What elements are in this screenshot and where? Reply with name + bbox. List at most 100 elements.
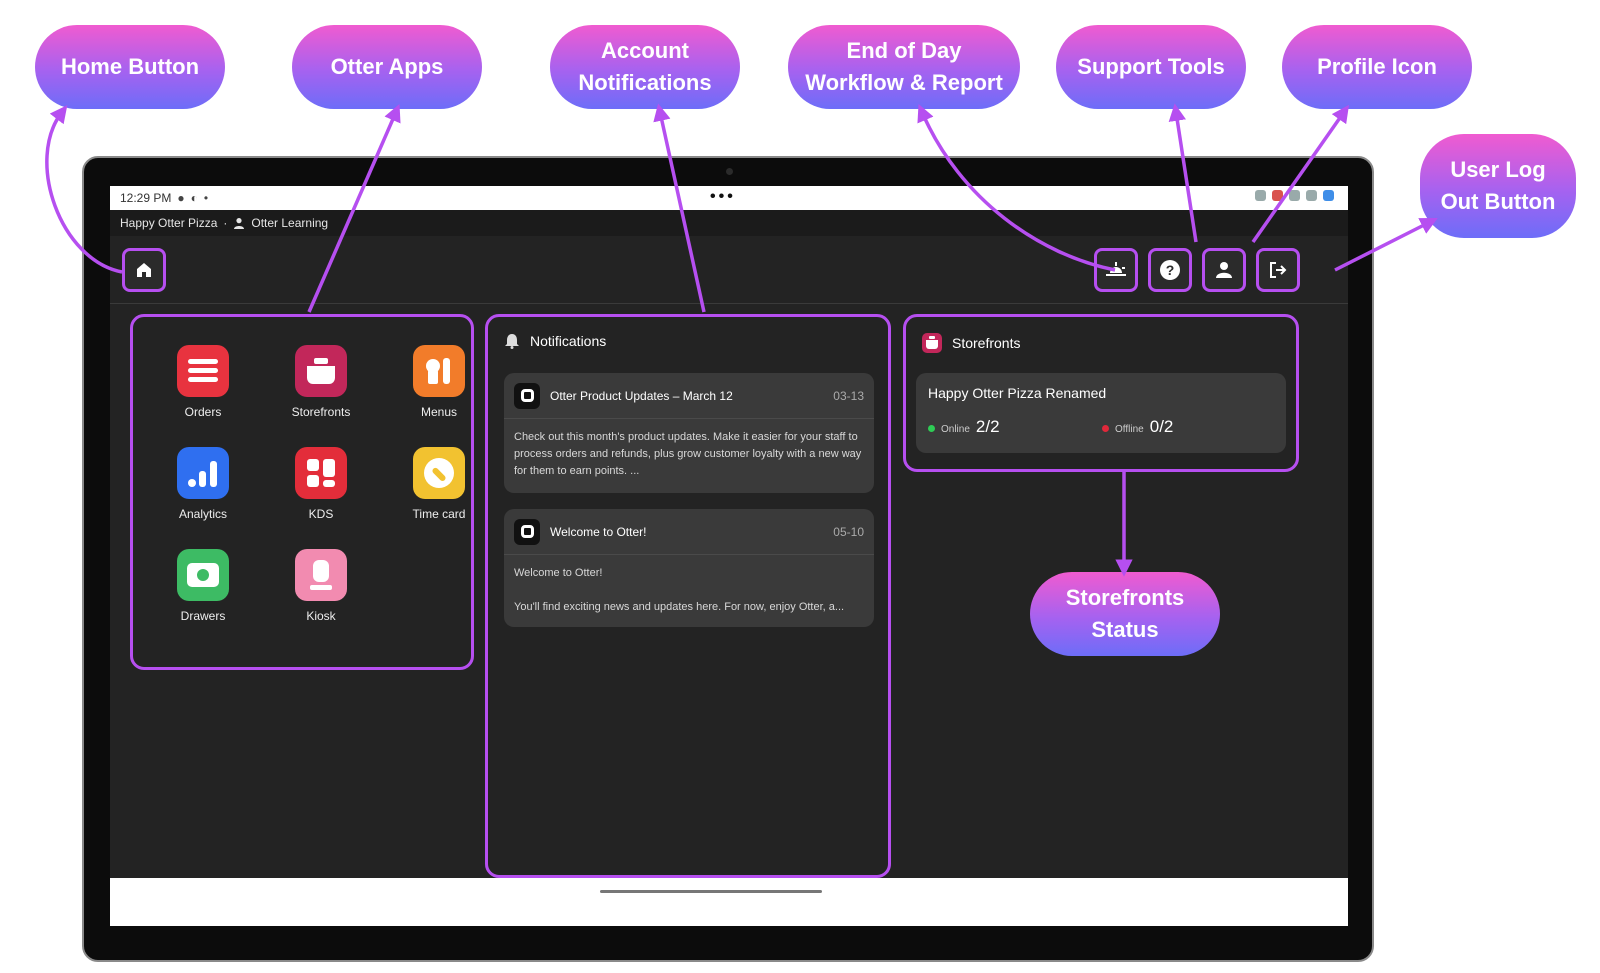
app-label: Drawers bbox=[180, 609, 226, 623]
system-status-bar: 12:29 PM ● ◐ • ••• bbox=[110, 186, 1348, 210]
tablet-frame: 12:29 PM ● ◐ • ••• Happy Otter Pizza · O… bbox=[82, 156, 1374, 962]
orders-icon bbox=[177, 345, 229, 397]
drawers-icon bbox=[177, 549, 229, 601]
online-count: 2/2 bbox=[975, 417, 1000, 436]
storefronts-panel: Storefronts Happy Otter Pizza Renamed On… bbox=[903, 314, 1299, 472]
support-button[interactable]: ? bbox=[1148, 248, 1192, 292]
callout-storefronts-status: Storefronts Status bbox=[1030, 572, 1220, 656]
app-storefronts[interactable]: Storefronts bbox=[271, 345, 371, 419]
app-kiosk[interactable]: Kiosk bbox=[271, 549, 371, 623]
sunset-icon bbox=[1106, 262, 1126, 276]
analytics-icon bbox=[177, 447, 229, 499]
callout-logout-button: User Log Out Button bbox=[1420, 134, 1576, 238]
app-orders[interactable]: Orders bbox=[153, 345, 253, 419]
app-label: Orders bbox=[184, 405, 222, 419]
more-dots-icon[interactable]: ••• bbox=[710, 188, 736, 205]
app-label: Analytics bbox=[178, 507, 228, 521]
online-dot-icon bbox=[928, 425, 935, 432]
otter-logo-icon bbox=[514, 518, 540, 545]
notification-date: 05-10 bbox=[833, 524, 864, 539]
callout-label: Support Tools bbox=[1077, 54, 1225, 79]
home-gesture-handle[interactable] bbox=[600, 890, 822, 893]
notification-body-line: Welcome to Otter! bbox=[514, 567, 603, 579]
callout-home-button: Home Button bbox=[35, 25, 225, 109]
app-label: Menus bbox=[420, 405, 458, 419]
callout-label: End of Day Workflow & Report bbox=[805, 38, 1003, 95]
profile-icon bbox=[1216, 262, 1232, 278]
user-icon bbox=[234, 218, 245, 229]
callout-label: Profile Icon bbox=[1317, 54, 1437, 79]
svg-text:?: ? bbox=[1166, 262, 1175, 278]
storefronts-icon bbox=[295, 345, 347, 397]
camera-dot bbox=[726, 168, 733, 175]
kds-icon bbox=[295, 447, 347, 499]
end-of-day-button[interactable] bbox=[1094, 248, 1138, 292]
notifications-title: Notifications bbox=[530, 333, 607, 349]
battery-saver-icon: ◐ bbox=[190, 191, 198, 205]
offline-count: 0/2 bbox=[1149, 417, 1174, 436]
system-nav-bar bbox=[110, 878, 1348, 926]
app-label: Time card bbox=[412, 507, 466, 521]
storefronts-header: Storefronts bbox=[922, 333, 1020, 353]
store-status-name: Happy Otter Pizza Renamed bbox=[928, 385, 1107, 401]
notification-title: Welcome to Otter! bbox=[550, 524, 647, 539]
callout-end-of-day: End of Day Workflow & Report bbox=[788, 25, 1020, 109]
callout-label: Account Notifications bbox=[578, 38, 712, 95]
app-time-card[interactable]: Time card bbox=[389, 447, 489, 521]
home-button[interactable] bbox=[122, 248, 166, 292]
dot-icon: • bbox=[203, 191, 209, 205]
app-screen: 12:29 PM ● ◐ • ••• Happy Otter Pizza · O… bbox=[110, 186, 1348, 926]
notification-date: 03-13 bbox=[833, 388, 864, 403]
notification-card[interactable]: Otter Product Updates – March 12 03-13 C… bbox=[504, 373, 874, 493]
notification-card[interactable]: Welcome to Otter! 05-10 Welcome to Otter… bbox=[504, 509, 874, 627]
storefronts-title: Storefronts bbox=[952, 335, 1021, 351]
app-drawers[interactable]: Drawers bbox=[153, 549, 253, 623]
app-kds[interactable]: KDS bbox=[271, 447, 371, 521]
home-icon bbox=[137, 263, 151, 277]
app-menus[interactable]: Menus bbox=[389, 345, 489, 419]
notification-title: Otter Product Updates – March 12 bbox=[550, 388, 733, 403]
otter-logo-icon bbox=[514, 382, 540, 409]
storefronts-icon bbox=[922, 333, 942, 353]
callout-account-notifications: Account Notifications bbox=[550, 25, 740, 109]
app-analytics[interactable]: Analytics bbox=[153, 447, 253, 521]
system-tray-icons bbox=[1255, 190, 1334, 201]
logout-icon bbox=[1270, 262, 1287, 278]
callout-profile-icon: Profile Icon bbox=[1282, 25, 1472, 109]
callout-label: Home Button bbox=[60, 54, 200, 79]
kiosk-icon bbox=[295, 549, 347, 601]
menus-icon bbox=[413, 345, 465, 397]
app-label: KDS bbox=[308, 507, 334, 521]
offline-label: Offline bbox=[1115, 424, 1144, 435]
user-name: Otter Learning bbox=[251, 216, 329, 230]
eye-icon bbox=[1289, 190, 1300, 201]
help-icon: ? bbox=[1160, 260, 1180, 280]
store-status-card[interactable]: Happy Otter Pizza Renamed Online 2/2 Off… bbox=[916, 373, 1286, 453]
notification-body: Check out this month's product updates. … bbox=[514, 431, 862, 477]
notification-body: Welcome to Otter! You'll find exciting n… bbox=[504, 555, 874, 616]
separator: · bbox=[223, 216, 228, 230]
callout-label: Otter Apps bbox=[330, 54, 444, 79]
battery-icon bbox=[1323, 190, 1334, 201]
logout-button[interactable] bbox=[1256, 248, 1300, 292]
notifications-panel: Notifications Otter Product Updates – Ma… bbox=[485, 314, 891, 878]
notification-body-line: You'll find exciting news and updates he… bbox=[514, 601, 845, 613]
notification-head: Welcome to Otter! 05-10 bbox=[504, 509, 874, 555]
app-label: Storefronts bbox=[291, 405, 351, 419]
account-bar: Happy Otter Pizza · Otter Learning bbox=[110, 210, 1348, 236]
clock: 12:29 PM bbox=[120, 191, 172, 205]
check-circle-icon: ● bbox=[177, 191, 185, 205]
callout-label: User Log Out Button bbox=[1440, 157, 1556, 214]
store-name: Happy Otter Pizza bbox=[120, 216, 218, 230]
callout-otter-apps: Otter Apps bbox=[292, 25, 482, 109]
online-status: Online 2/2 bbox=[928, 417, 1000, 437]
app-label: Kiosk bbox=[306, 609, 336, 623]
bell-icon bbox=[505, 334, 519, 349]
wifi-icon bbox=[1306, 190, 1317, 201]
offline-dot-icon bbox=[1102, 425, 1109, 432]
otter-apps-panel: Orders Storefronts Menus Analytics bbox=[130, 314, 474, 670]
profile-button[interactable] bbox=[1202, 248, 1246, 292]
cast-icon bbox=[1272, 190, 1283, 201]
notification-head: Otter Product Updates – March 12 03-13 bbox=[504, 373, 874, 419]
notifications-header: Notifications bbox=[504, 333, 606, 349]
